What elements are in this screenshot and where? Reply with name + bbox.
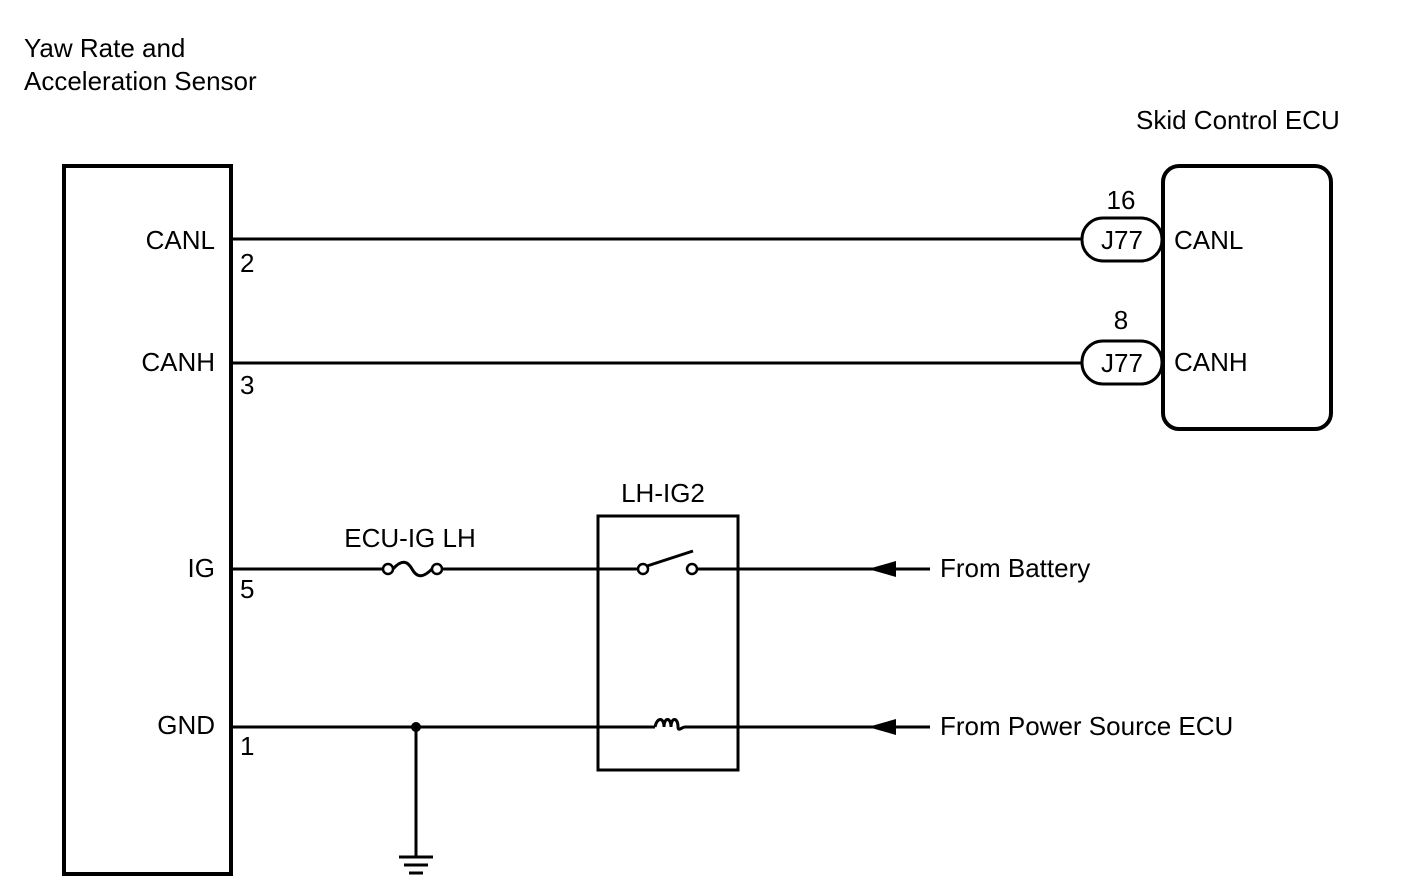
sensor-title-line2: Acceleration Sensor xyxy=(24,66,257,96)
relay-box xyxy=(596,514,740,772)
sensor-pin-canl: CANL xyxy=(146,225,215,255)
sensor-pin-number-gnd: 1 xyxy=(240,731,254,761)
ecu-pin-canl: CANL xyxy=(1174,225,1243,255)
fuse-symbol xyxy=(381,560,444,578)
source-power-ecu: From Power Source ECU xyxy=(940,711,1233,741)
sensor-pin-number-canh: 3 xyxy=(240,370,254,400)
ecu-title: Skid Control ECU xyxy=(1136,105,1340,135)
ground-icon xyxy=(399,855,433,875)
sensor-pin-gnd: GND xyxy=(157,710,215,740)
relay-coil-icon xyxy=(653,718,686,731)
arrow-power-ecu-icon xyxy=(868,719,896,735)
sensor-box xyxy=(62,164,233,876)
sensor-title-line1: Yaw Rate and xyxy=(24,33,185,63)
connector-label-canh: J77 xyxy=(1101,348,1143,378)
ecu-pin-number-canh: 8 xyxy=(1114,305,1128,335)
sensor-pin-ig: IG xyxy=(188,553,215,583)
sensor-pin-canh: CANH xyxy=(141,347,215,377)
sensor-pin-number-canl: 2 xyxy=(240,248,254,278)
fuse-label: ECU-IG LH xyxy=(344,523,475,553)
connector-label-canl: J77 xyxy=(1101,225,1143,255)
arrow-battery-icon xyxy=(868,561,896,577)
source-battery: From Battery xyxy=(940,553,1090,583)
ecu-box xyxy=(1161,164,1333,431)
relay-switch-icon xyxy=(636,549,699,576)
ecu-pin-number-canl: 16 xyxy=(1107,185,1136,215)
ecu-pin-canh: CANH xyxy=(1174,347,1248,377)
sensor-pin-number-ig: 5 xyxy=(240,574,254,604)
relay-label: LH-IG2 xyxy=(621,478,705,508)
